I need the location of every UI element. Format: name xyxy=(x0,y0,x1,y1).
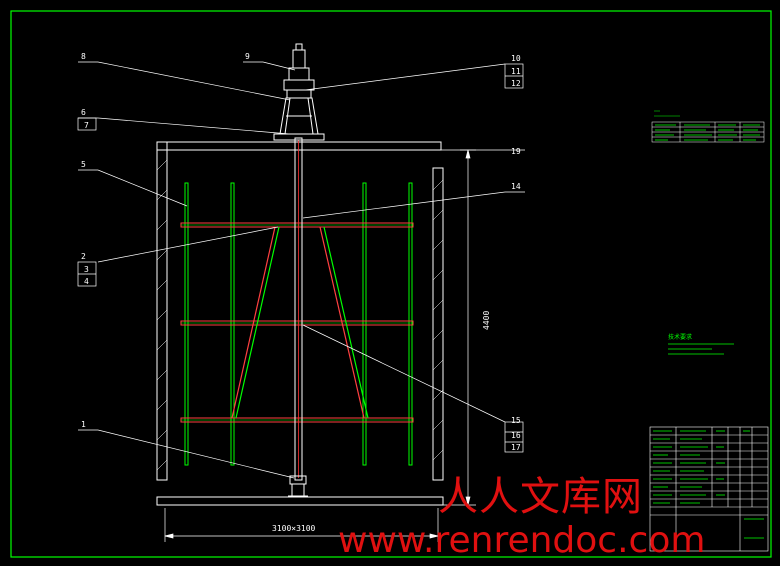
height-dimension xyxy=(443,149,476,506)
label-boxes xyxy=(77,63,524,453)
part-label-7: 7 xyxy=(84,121,89,130)
outer-frame xyxy=(10,10,772,558)
part-label-10: 10 xyxy=(511,54,521,63)
part-label-8: 8 xyxy=(81,52,86,61)
part-label-1: 1 xyxy=(81,420,86,429)
notes-title: 技术要求 xyxy=(668,333,692,341)
part-label-2: 2 xyxy=(81,252,86,261)
width-dimension xyxy=(164,508,439,542)
part-label-19: 19 xyxy=(511,147,521,156)
part-label-17: 17 xyxy=(511,443,521,452)
diagonal-braces xyxy=(231,226,369,419)
part-label-4: 4 xyxy=(84,277,89,286)
watermark-chinese: 人人文库网 xyxy=(438,474,643,520)
notes-lines xyxy=(668,343,734,355)
bottom-bearing xyxy=(288,475,308,497)
part-label-3: 3 xyxy=(84,265,89,274)
part-label-5: 5 xyxy=(81,160,86,169)
part-label-16: 16 xyxy=(511,431,521,440)
part-label-15: 15 xyxy=(511,416,521,425)
part-label-9: 9 xyxy=(245,52,250,61)
drive-assembly xyxy=(273,43,325,141)
part-label-12: 12 xyxy=(511,79,521,88)
leader-lines xyxy=(78,61,525,479)
cross-bars xyxy=(180,222,414,423)
tank xyxy=(156,141,444,506)
width-dimension-text: 3100×3100 xyxy=(272,524,316,533)
height-dimension-text: 4400 xyxy=(482,311,491,330)
shaft xyxy=(294,137,303,481)
part-label-14: 14 xyxy=(511,182,521,191)
part-label-6: 6 xyxy=(81,108,86,117)
title-block xyxy=(649,426,769,552)
wall-hatching xyxy=(156,159,444,471)
parameters-table xyxy=(651,110,765,143)
part-label-11: 11 xyxy=(511,67,521,76)
parameters-table-fill xyxy=(655,124,760,141)
watermark-url: www.renrendoc.com xyxy=(338,520,706,561)
frame-posts xyxy=(184,182,413,466)
title-block-fill xyxy=(653,430,764,539)
